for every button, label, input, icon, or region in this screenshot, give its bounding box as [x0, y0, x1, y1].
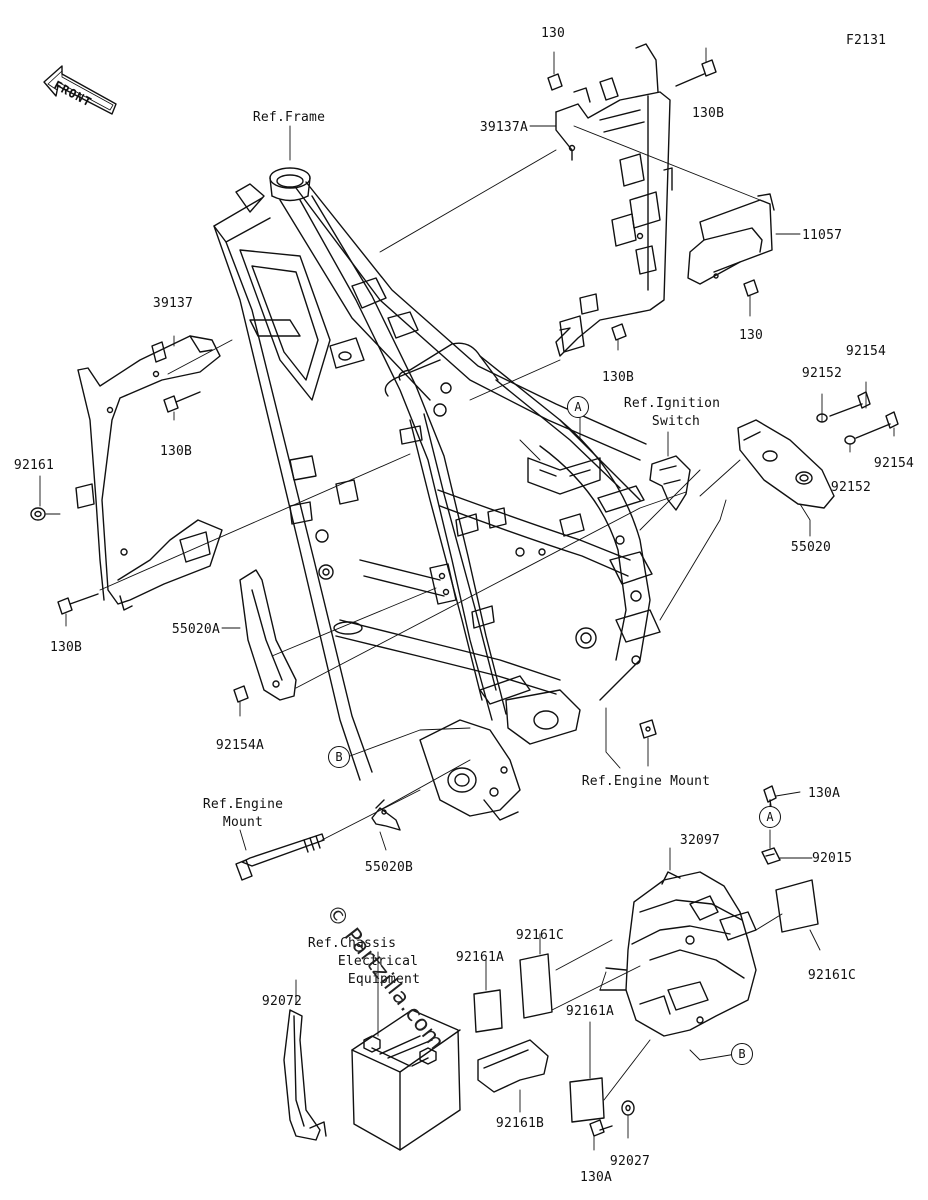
callout-ref-engine-mount-left-line2[interactable]: Mount: [222, 815, 264, 830]
callout-92154-right[interactable]: 92154: [873, 456, 915, 471]
callout-92161b[interactable]: 92161B: [495, 1116, 545, 1131]
callout-55020[interactable]: 55020: [790, 540, 832, 555]
callout-92072[interactable]: 92072: [261, 994, 303, 1009]
cover-11057-drawing: [687, 193, 775, 285]
callout-92161a-left[interactable]: 92161A: [455, 950, 505, 965]
callout-ref-ignition-line1[interactable]: Ref.Ignition: [623, 396, 721, 411]
ref-circle-a-lower[interactable]: A: [759, 806, 781, 828]
bracket-39137-drawing: [75, 335, 223, 611]
cover-55020a-drawing: [239, 569, 297, 701]
callout-ref-chassis-line1[interactable]: Ref.Chassis: [307, 936, 397, 951]
fasteners-drawing: [30, 59, 899, 739]
callout-ref-engine-mount-left-line1[interactable]: Ref.Engine: [202, 797, 284, 812]
callout-130b-bottom-left[interactable]: 130B: [49, 640, 83, 655]
callout-ref-frame[interactable]: Ref.Frame: [252, 110, 326, 125]
callout-ref-chassis-line3[interactable]: Equipment: [347, 972, 421, 987]
callout-55020a[interactable]: 55020A: [171, 622, 220, 637]
pads-92161-drawing: [473, 879, 819, 1123]
callout-ref-ignition-line2[interactable]: Switch: [651, 414, 701, 429]
cover-55020-drawing: [737, 419, 835, 509]
engine-mount-bolt-drawing: [235, 833, 325, 881]
callout-55020b[interactable]: 55020B: [364, 860, 414, 875]
callout-92161[interactable]: 92161: [13, 458, 55, 473]
bracket-39137a-drawing: [555, 43, 673, 357]
callout-ref-engine-mount-right[interactable]: Ref.Engine Mount: [581, 774, 711, 789]
callout-130a-top[interactable]: 130A: [808, 786, 841, 801]
clip-92015-drawing: [761, 847, 781, 865]
callout-39137a[interactable]: 39137A: [479, 120, 528, 135]
callout-130b-left[interactable]: 130B: [159, 444, 193, 459]
callout-32097[interactable]: 32097: [679, 833, 721, 848]
callout-92161a-bottom[interactable]: 92161A: [565, 1004, 615, 1019]
ref-circle-b-left[interactable]: B: [328, 746, 350, 768]
main-frame-drawing: [213, 167, 661, 821]
callout-92015[interactable]: 92015: [812, 851, 853, 866]
callout-92027[interactable]: 92027: [609, 1154, 651, 1169]
callout-130b-top-right[interactable]: 130B: [692, 106, 725, 121]
callout-92161c-left[interactable]: 92161C: [515, 928, 565, 943]
callout-130b-mid[interactable]: 130B: [601, 370, 635, 385]
washer-92027-drawing: [621, 1100, 635, 1116]
callout-130a-bottom[interactable]: 130A: [579, 1170, 613, 1185]
figure-code: F2131: [846, 33, 887, 48]
callout-92154-top[interactable]: 92154: [845, 344, 887, 359]
leader-lines: [39, 47, 895, 1151]
callout-92154a[interactable]: 92154A: [215, 738, 265, 753]
plate-55020b-drawing: [371, 799, 401, 831]
front-arrow-icon: [43, 65, 117, 115]
strap-92072-drawing: [283, 1009, 327, 1141]
callout-130-right[interactable]: 130: [738, 328, 764, 343]
callout-92161c-right[interactable]: 92161C: [807, 968, 857, 983]
callout-92152-top[interactable]: 92152: [801, 366, 843, 381]
callout-ref-chassis-line2[interactable]: Electrical: [337, 954, 419, 969]
battery-case-32097-drawing: [599, 871, 757, 1037]
ignition-switch-bracket-drawing: [649, 455, 691, 511]
battery-drawing: [351, 1009, 461, 1151]
callout-92152-right[interactable]: 92152: [830, 480, 872, 495]
callout-130-top[interactable]: 130: [540, 26, 566, 41]
callout-39137[interactable]: 39137: [152, 296, 194, 311]
ref-circle-a-upper[interactable]: A: [567, 396, 589, 418]
ref-circle-b-lower[interactable]: B: [731, 1043, 753, 1065]
callout-11057[interactable]: 11057: [802, 228, 843, 243]
